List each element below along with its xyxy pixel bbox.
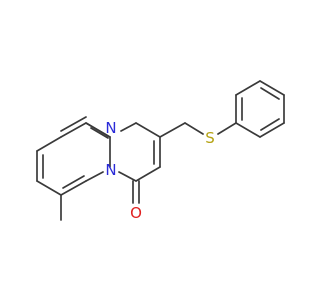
- atom-n-imine: N: [105, 119, 116, 137]
- bond: [85, 171, 104, 182]
- bond: [118, 171, 137, 182]
- bond: [259, 80, 285, 96]
- bond: [135, 166, 161, 182]
- bond-double: [260, 118, 280, 131]
- bond: [85, 122, 109, 137]
- bond: [36, 136, 62, 152]
- bond-double: [62, 175, 85, 189]
- bond: [60, 122, 87, 138]
- bond-double: [260, 87, 280, 100]
- bond-double: [90, 127, 109, 139]
- bond-double: [60, 116, 87, 132]
- phenyl-ring: [235, 80, 285, 138]
- bond: [235, 122, 261, 138]
- atom-labels: N N S O: [105, 119, 214, 222]
- bond: [184, 122, 204, 135]
- bond: [159, 122, 186, 138]
- structure-canvas: N N S O: [36, 80, 285, 222]
- atom-n-bridge: N: [105, 161, 116, 179]
- atom-o-carbonyl: O: [130, 204, 142, 222]
- bond: [235, 80, 261, 96]
- bond: [217, 122, 237, 135]
- bond: [120, 122, 137, 132]
- molecule-structure: N N S O: [36, 80, 285, 222]
- pyrimidinone-ring: [85, 122, 161, 204]
- bond: [259, 122, 285, 138]
- atom-s-thioether: S: [205, 129, 215, 147]
- bond: [36, 180, 62, 196]
- bond: [60, 180, 87, 196]
- bond: [135, 122, 161, 138]
- side-chain: [159, 122, 237, 138]
